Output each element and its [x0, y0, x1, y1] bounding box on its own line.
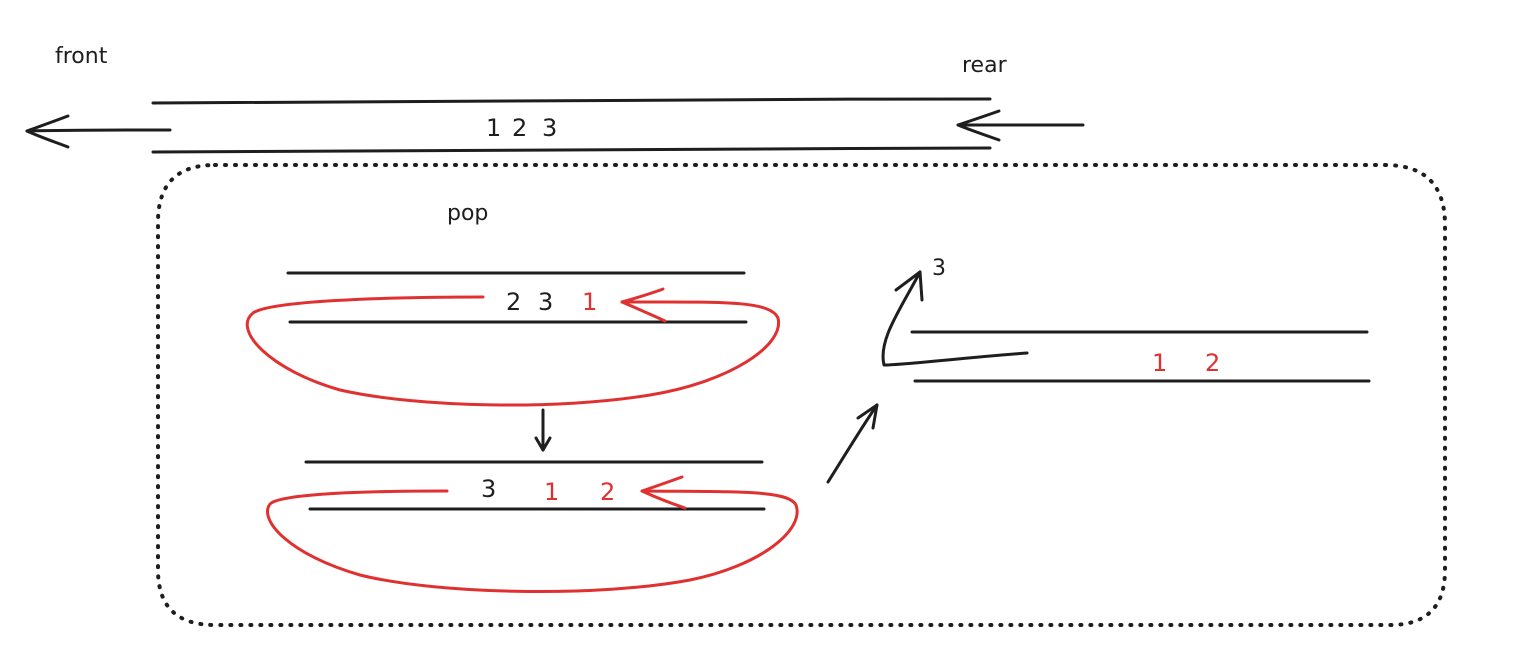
pop-operation-group: [156, 163, 1447, 627]
step2-rotation-arrow: [266, 475, 799, 593]
main-queue-item-3: 3: [542, 114, 557, 142]
step2-item-3: 2: [600, 478, 615, 506]
main-queue-top-line: [151, 97, 992, 105]
main-queue-bottom-line: [151, 146, 992, 154]
result-item-1: 1: [1152, 349, 1167, 377]
rear-label: rear: [962, 53, 1008, 78]
pop-label: pop: [447, 201, 488, 226]
main-queue-item-2: 2: [512, 114, 527, 142]
step-down-arrow: [534, 408, 552, 452]
rear-enter-arrow: [956, 109, 1085, 142]
step1-item-1: 2: [506, 288, 521, 316]
popped-exit-arrow: [881, 270, 1029, 367]
step1-item-2: 3: [538, 288, 553, 316]
front-label: front: [55, 44, 108, 69]
popped-value: 3: [932, 256, 946, 281]
result-item-2: 2: [1205, 349, 1220, 377]
front-exit-arrow: [25, 114, 172, 149]
step1-item-3: 1: [582, 288, 597, 316]
step2-item-1: 3: [481, 475, 496, 503]
step2-item-2: 1: [544, 478, 559, 506]
step1-rotation-arrow: [245, 287, 781, 407]
to-result-arrow: [826, 403, 879, 484]
main-queue-item-1: 1: [486, 114, 501, 142]
